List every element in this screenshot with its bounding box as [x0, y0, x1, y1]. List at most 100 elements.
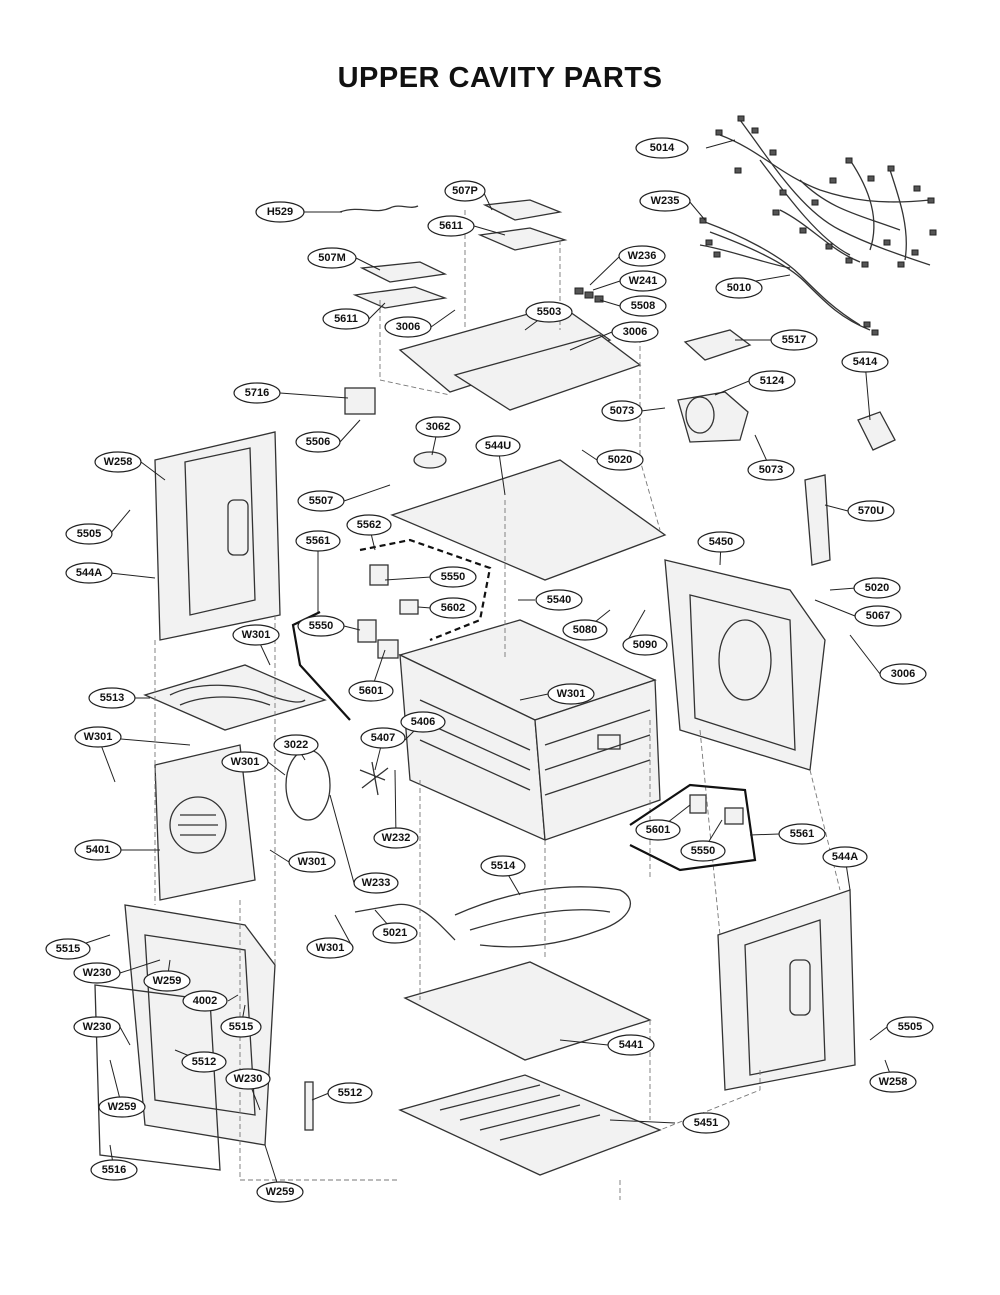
- callout-w259-b: W259: [98, 1096, 146, 1118]
- sensor-570u: [804, 474, 831, 566]
- svg-text:W301: W301: [298, 856, 327, 868]
- svg-text:5021: 5021: [383, 927, 407, 939]
- cooling-fan-5124: [677, 391, 749, 443]
- svg-text:W235: W235: [651, 195, 680, 207]
- svg-text:5515: 5515: [229, 1021, 253, 1033]
- svg-text:W233: W233: [362, 877, 391, 889]
- svg-text:5073: 5073: [610, 405, 634, 417]
- callout-5414: 5414: [841, 351, 889, 373]
- svg-text:5513: 5513: [100, 692, 124, 704]
- svg-text:W301: W301: [231, 756, 260, 768]
- svg-text:5507: 5507: [309, 495, 333, 507]
- callout-w259-a: W259: [143, 970, 191, 992]
- svg-text:544A: 544A: [76, 567, 102, 579]
- relay-5517: [683, 329, 752, 361]
- svg-text:5406: 5406: [411, 716, 435, 728]
- wiring-harness-5010: [699, 217, 879, 336]
- callout-5516: 5516: [90, 1159, 138, 1181]
- callout-5512-b: 5512: [327, 1082, 373, 1104]
- callout-w230-c: W230: [225, 1068, 271, 1090]
- svg-text:5611: 5611: [334, 313, 358, 325]
- callout-507p: 507P: [444, 180, 486, 202]
- callout-570u: 570U: [847, 500, 895, 522]
- oven-cavity: [398, 619, 661, 842]
- callout-h529: H529: [255, 201, 305, 223]
- callout-w259-c: W259: [256, 1181, 304, 1203]
- svg-text:5505: 5505: [77, 528, 101, 540]
- callout-3006-a: 3006: [384, 316, 432, 338]
- svg-text:W232: W232: [382, 832, 411, 844]
- callout-5508: 5508: [619, 295, 667, 317]
- svg-text:5020: 5020: [608, 454, 632, 466]
- svg-text:W230: W230: [234, 1073, 263, 1085]
- bracket-507p: [477, 199, 568, 251]
- callout-5014: 5014: [635, 137, 689, 159]
- callout-5517: 5517: [770, 329, 818, 351]
- svg-text:5550: 5550: [309, 620, 333, 632]
- convection-cover-5401: [154, 744, 256, 901]
- callout-5124: 5124: [748, 370, 796, 392]
- svg-text:5503: 5503: [537, 306, 561, 318]
- callout-w301-e: W301: [288, 851, 336, 873]
- svg-text:4002: 4002: [193, 995, 217, 1007]
- callout-5512-a: 5512: [181, 1051, 227, 1073]
- svg-text:507P: 507P: [452, 185, 478, 197]
- callout-5514: 5514: [480, 855, 526, 877]
- svg-text:5512: 5512: [192, 1056, 216, 1068]
- svg-text:5020: 5020: [865, 582, 889, 594]
- svg-text:507M: 507M: [318, 252, 346, 264]
- wiring-harness-5014: [715, 115, 937, 268]
- callout-5513: 5513: [88, 687, 136, 709]
- callout-w301-d: W301: [221, 751, 269, 773]
- convection-fan-5407: [359, 761, 389, 796]
- svg-text:5601: 5601: [359, 685, 383, 697]
- callout-w301-c: W301: [74, 726, 122, 748]
- group-bracket-5562: [359, 538, 492, 642]
- svg-text:W258: W258: [879, 1076, 908, 1088]
- callout-5080: 5080: [562, 619, 608, 641]
- svg-text:5414: 5414: [853, 356, 878, 368]
- svg-text:W259: W259: [153, 975, 182, 987]
- svg-text:5601: 5601: [646, 824, 670, 836]
- svg-text:5014: 5014: [650, 142, 675, 154]
- callout-5020-a: 5020: [596, 449, 644, 471]
- svg-text:544A: 544A: [832, 851, 858, 863]
- callout-5073-a: 5073: [601, 400, 643, 422]
- svg-text:5451: 5451: [694, 1117, 718, 1129]
- svg-text:5450: 5450: [709, 536, 733, 548]
- svg-text:5602: 5602: [441, 602, 465, 614]
- lamp-assembly-lower: [689, 794, 744, 825]
- side-panel-544a-left: [154, 431, 281, 641]
- callout-w301-a: W301: [232, 624, 280, 646]
- callout-w301-f: W301: [306, 937, 354, 959]
- bottom-panel-5451: [398, 1074, 662, 1176]
- callout-w233: W233: [353, 872, 399, 894]
- callout-w230-a: W230: [73, 962, 121, 984]
- strip-5512: [304, 1081, 314, 1131]
- hinge-5414: [857, 411, 896, 451]
- guide-lines: [154, 210, 841, 1200]
- callout-5067: 5067: [854, 605, 902, 627]
- callout-5562: 5562: [346, 514, 392, 536]
- svg-text:5407: 5407: [371, 732, 395, 744]
- callout-w235: W235: [639, 190, 691, 212]
- callout-5010: 5010: [715, 277, 763, 299]
- svg-text:5550: 5550: [691, 845, 715, 857]
- callout-544a-left: 544A: [65, 562, 113, 584]
- callout-5450: 5450: [697, 531, 745, 553]
- svg-text:5716: 5716: [245, 387, 269, 399]
- oven-top-544u: [390, 459, 667, 581]
- group-bracket-5561-lower: [629, 783, 757, 872]
- svg-text:3006: 3006: [396, 321, 420, 333]
- callout-5507: 5507: [297, 490, 345, 512]
- callout-5506: 5506: [295, 431, 341, 453]
- callout-w236: W236: [618, 245, 666, 267]
- svg-text:5508: 5508: [631, 300, 655, 312]
- callout-5716: 5716: [233, 382, 281, 404]
- part-illustrations: [94, 115, 937, 1200]
- svg-text:5515: 5515: [56, 943, 80, 955]
- svg-text:3006: 3006: [891, 668, 915, 680]
- svg-text:W259: W259: [266, 1186, 295, 1198]
- svg-text:W301: W301: [242, 629, 271, 641]
- svg-text:W230: W230: [83, 967, 112, 979]
